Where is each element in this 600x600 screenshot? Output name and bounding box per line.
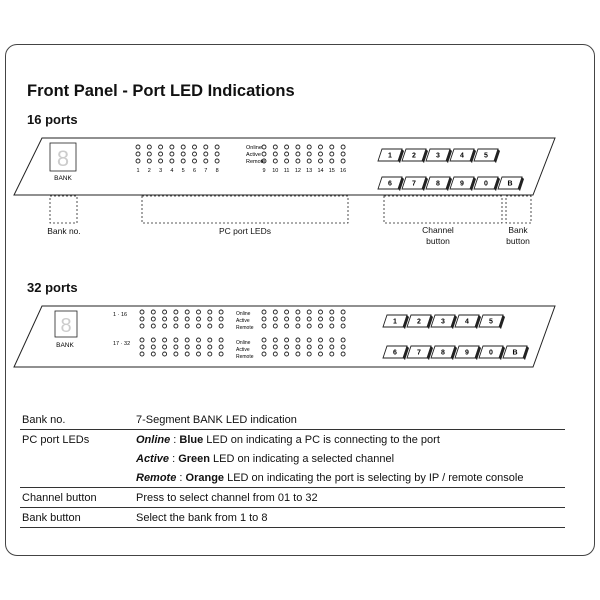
caption-bank-no: Bank no. [47, 226, 81, 236]
diagram-frame [5, 44, 595, 556]
caption-bank-line1: Bank [508, 225, 528, 235]
page-title: Front Panel - Port LED Indications [27, 82, 295, 100]
legend-value: Active : Green LED on indicating a selec… [134, 449, 565, 468]
caption-bank-line2: button [506, 236, 530, 246]
legend-value: Select the bank from 1 to 8 [134, 507, 565, 528]
caption-bank-button: Bank button [496, 225, 540, 247]
legend-text: Online [136, 433, 171, 446]
legend-text: LED on indicating the port is selecting … [224, 471, 524, 484]
caption-channel-line1: Channel [422, 225, 454, 235]
legend-key: PC port LEDs [22, 433, 90, 446]
legend-text: Orange [185, 471, 225, 484]
caption-channel-button: Channel button [410, 225, 466, 247]
legend-text: : [176, 471, 186, 484]
legend-value: 7-Segment BANK LED indication [134, 410, 565, 430]
legend-text: Green [178, 452, 210, 465]
legend-text: Remote [136, 471, 177, 484]
caption-pc-port-leds: PC port LEDs [219, 226, 271, 236]
caption-channel-line2: button [426, 236, 450, 246]
legend-row: Active : Green LED on indicating a selec… [20, 449, 565, 468]
legend-text: : [169, 452, 179, 465]
heading-32-ports: 32 ports [27, 280, 78, 295]
legend-text: 7-Segment BANK LED indication [136, 413, 297, 426]
legend-value: Press to select channel from 01 to 32 [134, 487, 565, 508]
legend-text: LED on indicating a PC is connecting to … [203, 433, 440, 446]
legend-text: Active [136, 452, 170, 465]
legend-text: Press to select channel from 01 to 32 [136, 491, 318, 504]
legend-row: PC port LEDs Online : Blue LED on indicat… [20, 430, 565, 450]
legend-key [20, 468, 134, 488]
legend-key: Bank no. [20, 410, 134, 430]
legend-row: Remote : Orange LED on indicating the po… [20, 468, 565, 488]
legend-value: Online : Blue LED on indicating a PC is … [134, 430, 565, 450]
legend-text: Select the bank from 1 to 8 [136, 511, 268, 524]
legend-text: : [170, 433, 180, 446]
legend-key [20, 449, 134, 468]
legend-row: Bank no.7-Segment BANK LED indication [20, 410, 565, 430]
legend-key: Channel button [20, 487, 134, 508]
legend-text: Blue [179, 433, 204, 446]
heading-16-ports: 16 ports [27, 112, 78, 127]
legend-text: LED on indicating a selected channel [210, 452, 395, 465]
legend-key: Bank button [20, 507, 134, 528]
legend-value: Remote : Orange LED on indicating the po… [134, 468, 565, 488]
